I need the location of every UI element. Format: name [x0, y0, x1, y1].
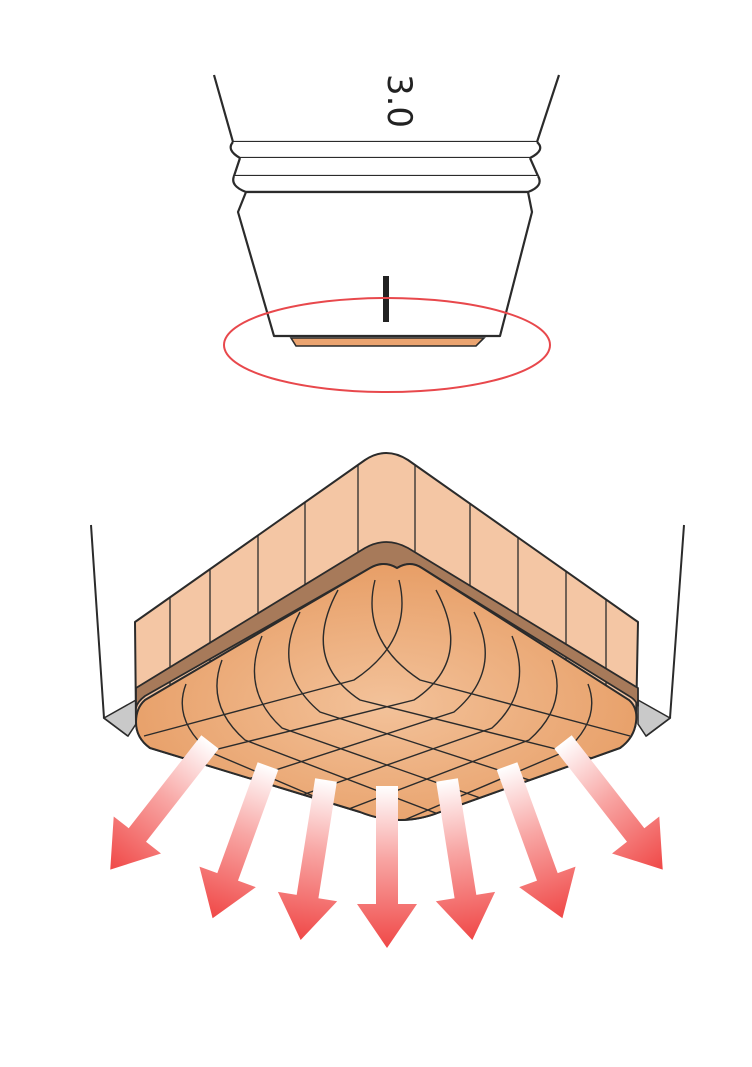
- handpiece-groove-ring: [232, 175, 541, 194]
- applicator-contact-face: [134, 563, 638, 821]
- handpiece-groove-ring: [229, 141, 542, 160]
- housing-left-line: [90, 524, 129, 737]
- handpiece-nozzle: [236, 190, 534, 338]
- housing-right-line: [645, 524, 685, 737]
- energy-arrow: [199, 762, 279, 919]
- tip-size-label: 3.0: [379, 74, 419, 128]
- energy-arrow: [435, 778, 496, 941]
- applicator: [90, 452, 685, 821]
- energy-arrow: [110, 735, 219, 870]
- energy-arrow: [277, 778, 338, 941]
- handpiece-groove-ring: [232, 157, 540, 178]
- energy-arrow: [496, 762, 576, 919]
- handpiece-tip: [289, 337, 486, 347]
- energy-arrow: [357, 786, 417, 948]
- energy-arrows: [110, 735, 663, 948]
- handpiece: 3.0: [212, 74, 561, 347]
- energy-arrow: [554, 735, 663, 870]
- tip-highlight-ring: [223, 297, 551, 393]
